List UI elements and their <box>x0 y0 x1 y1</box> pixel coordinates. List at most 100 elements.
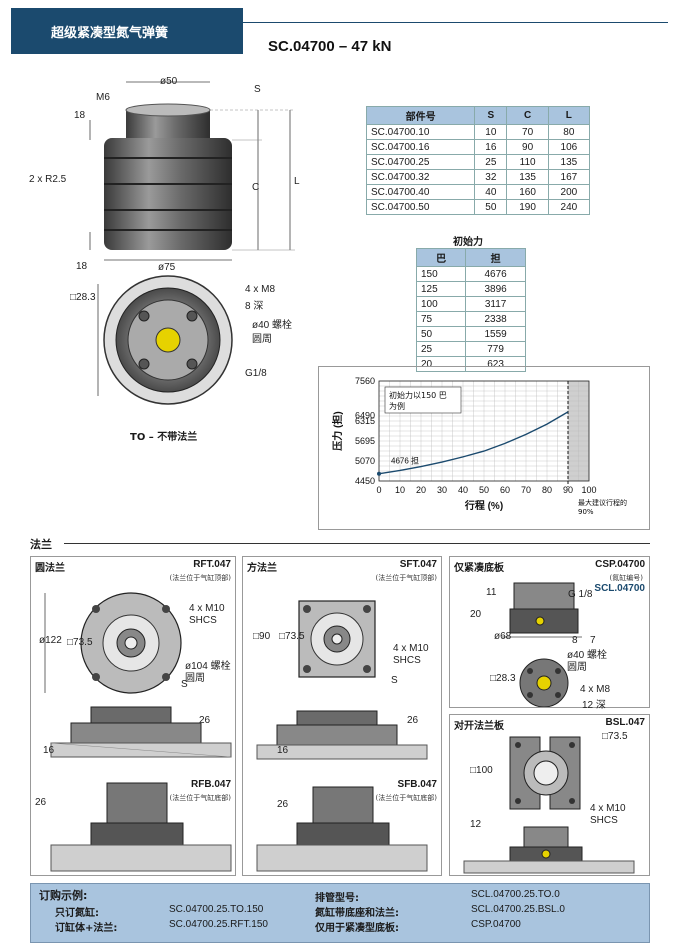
part-row-cell: 10 <box>474 124 508 140</box>
header-rule <box>243 22 668 23</box>
x-tick-label: 90 <box>563 485 573 495</box>
round-flange-sub: (法兰位于气缸顶部) <box>169 574 231 582</box>
square-dim-s: S <box>391 675 398 686</box>
x-tick-label: 60 <box>500 485 510 495</box>
order-right-value-1: SCL.04700.25.BSL.0 <box>471 904 565 915</box>
part-row-cell: SC.04700.16 <box>365 139 476 155</box>
part-row-cell: 135 <box>506 169 549 185</box>
part-row-cell: 110 <box>506 154 549 170</box>
start-point <box>377 471 381 476</box>
dim-deep8: 8 深 <box>245 301 264 312</box>
round-flange-panel: 圆法兰 RFT.047 (法兰位于气缸顶部) 4 x M10 SHCS ø122… <box>30 556 236 876</box>
y-tick-label: 6315 <box>355 416 375 426</box>
square-flange-panel: 方法兰 SFT.047 (法兰位于气缸顶部) □90 □73.5 4 x M10… <box>242 556 442 876</box>
part-row-cell: 80 <box>547 124 591 140</box>
compact-plate-drawing <box>502 582 582 707</box>
force-row-cell: 3117 <box>465 296 526 312</box>
part-row-cell: SC.04700.50 <box>365 199 476 215</box>
part-row-cell: 90 <box>506 139 549 155</box>
x-tick-label: 10 <box>395 485 405 495</box>
x-tick-label: 0 <box>376 485 381 495</box>
dim-h18-top: 18 <box>74 110 86 121</box>
square-dim-h16: 16 <box>277 745 289 756</box>
order-left-value-1: SC.04700.25.RFT.150 <box>169 919 268 930</box>
square-dim-m10: 4 x M10 <box>393 643 429 654</box>
category-tag: 超级紧凑型氮气弹簧 <box>11 8 243 54</box>
y-tick-label: 6490 <box>355 410 375 420</box>
round-dim-h16: 16 <box>43 745 55 756</box>
model-title: SC.04700 – 47 kN <box>268 38 392 55</box>
force-curve <box>378 411 569 475</box>
col-dan: 担 <box>465 248 526 267</box>
split-dim-shcs: SHCS <box>590 815 618 826</box>
split-flange-code: BSL.047 <box>605 717 645 728</box>
compact-dim-bolt40: ø40 螺栓 <box>567 650 608 661</box>
part-row-cell: 106 <box>547 139 591 155</box>
category-text: 超级紧凑型氮气弹簧 <box>51 25 169 41</box>
part-row-cell: 135 <box>547 154 591 170</box>
part-row-cell: 70 <box>506 124 549 140</box>
round-dim-circle: 圆周 <box>185 673 205 684</box>
dim-s: S <box>254 84 261 95</box>
y-tick-label: 5070 <box>355 456 375 466</box>
col-l: L <box>547 106 591 125</box>
cylinder-body <box>104 138 232 250</box>
force-row-cell: 125 <box>415 281 467 297</box>
plot-frame <box>378 380 590 482</box>
dim-h18-bottom: 18 <box>76 261 88 272</box>
order-left-value-0: SC.04700.25.TO.150 <box>169 904 264 915</box>
part-row-cell: SC.04700.25 <box>365 154 476 170</box>
order-right-label-1: 氮缸带底座和法兰: <box>315 908 399 919</box>
round-flange-title: 圆法兰 <box>35 563 65 574</box>
dim-g18: G1/8 <box>245 368 267 379</box>
force-row-cell: 2338 <box>465 311 526 327</box>
main-drawing <box>89 81 295 405</box>
annotation-text-line2: 为例 <box>389 401 405 411</box>
part-row-cell: 167 <box>547 169 591 185</box>
round-dim-m10: 4 x M10 <box>189 603 225 614</box>
round-dim-h26b: 26 <box>35 797 47 808</box>
order-right-label-2: 仅用于紧凑型底板: <box>315 923 399 934</box>
part-row-cell: 16 <box>474 139 508 155</box>
square-flange-sub2: (法兰位于气缸底部) <box>375 794 437 802</box>
order-right-value-0: SCL.04700.25.TO.0 <box>471 889 560 900</box>
annotation-box <box>384 386 462 414</box>
compact-plate-code2: SCL.04700 <box>594 583 645 594</box>
square-dim-shcs: SHCS <box>393 655 421 666</box>
compact-dim-g18: G 1/8 <box>568 589 593 600</box>
order-left-label-1: 订缸体+法兰: <box>55 923 118 934</box>
part-row-cell: 240 <box>547 199 591 215</box>
round-flange-code: RFT.047 <box>193 559 231 570</box>
force-row-cell: 20 <box>415 356 467 372</box>
split-flange-panel: 对开法兰板 BSL.047 □73.5 □100 4 x M10 SHCS 12 <box>449 714 650 876</box>
round-flange-sub2: (法兰位于气缸底部) <box>169 794 231 802</box>
round-dim-shcs: SHCS <box>189 615 217 626</box>
force-row-cell: 623 <box>465 356 526 372</box>
square-flange-code: SFT.047 <box>399 559 437 570</box>
compact-dim-circle: 圆周 <box>567 662 587 673</box>
compact-plate-code: CSP.04700 <box>595 559 645 570</box>
y-tick-label: 7560 <box>355 376 375 386</box>
max-stroke-note: 最大建议行程的 <box>578 498 627 507</box>
part-row-cell: SC.04700.40 <box>365 184 476 200</box>
order-right-value-2: CSP.04700 <box>471 919 521 930</box>
force-row-cell: 150 <box>415 266 467 282</box>
dim-sq28: □28.3 <box>70 292 96 303</box>
part-row-cell: 25 <box>474 154 508 170</box>
round-flange-drawing <box>44 592 232 872</box>
order-example-box: 订购示例: 只订氮缸: SC.04700.25.TO.150 订缸体+法兰: S… <box>30 883 650 943</box>
square-dim-sq73: □73.5 <box>279 631 305 642</box>
dim-l: L <box>294 176 300 187</box>
part-row-cell: 200 <box>547 184 591 200</box>
compact-dim-h11: 11 <box>486 587 497 598</box>
order-right-label-0: 排管型号: <box>315 893 359 904</box>
force-row-cell: 4676 <box>465 266 526 282</box>
